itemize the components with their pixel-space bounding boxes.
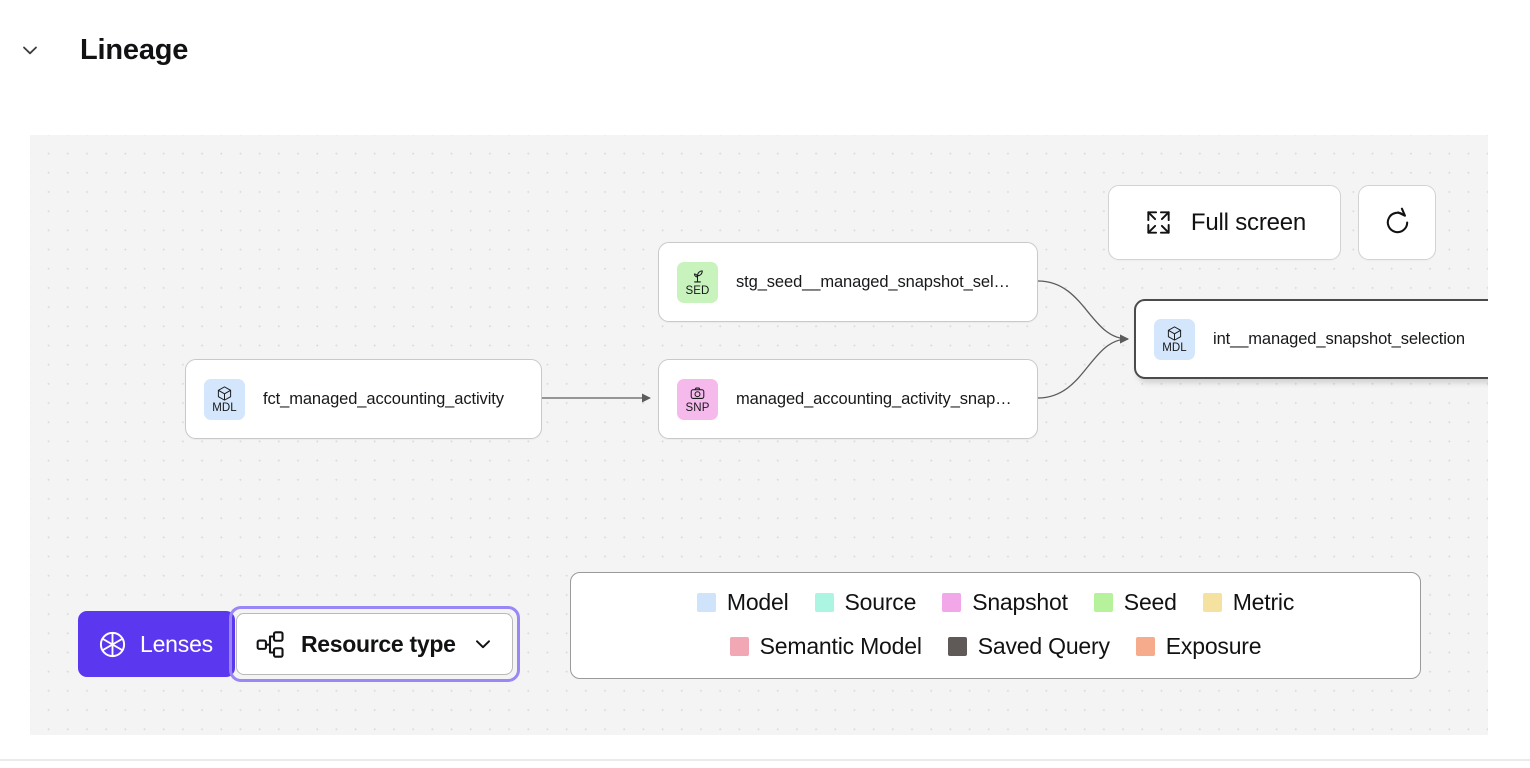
lenses-button[interactable]: Lenses (78, 611, 235, 677)
legend-swatch (1093, 593, 1113, 612)
node-type-badge: MDL (1154, 318, 1195, 360)
fullscreen-button-label: Full screen (1190, 208, 1307, 236)
legend-item-snapshot: Snapshot (942, 589, 1068, 616)
lineage-legend: Model Source Snapshot Seed Metric (570, 572, 1421, 679)
legend-item-saved-query: Saved Query (947, 633, 1110, 660)
legend-label: Seed (1123, 589, 1177, 615)
legend-swatch (947, 637, 967, 656)
legend-swatch (696, 593, 716, 612)
node-type-abbrev: SNP (685, 401, 710, 414)
legend-label: Saved Query (977, 633, 1110, 659)
hierarchy-icon (256, 630, 285, 659)
node-label: fct_managed_accounting_activity (263, 389, 504, 408)
node-type-abbrev: MDL (1162, 341, 1187, 354)
legend-swatch (1135, 637, 1155, 656)
legend-item-seed: Seed (1093, 589, 1177, 616)
node-label: managed_accounting_activity_snapshot (736, 389, 1019, 408)
cube-icon (1166, 325, 1183, 342)
legend-label: Source (844, 589, 917, 615)
page-title: Lineage (80, 33, 189, 66)
node-type-badge: SED (677, 261, 718, 303)
legend-swatch (729, 637, 749, 656)
node-type-badge: MDL (204, 378, 245, 420)
bottom-divider (0, 759, 1530, 761)
lenses-button-label: Lenses (140, 630, 213, 657)
legend-item-metric: Metric (1202, 589, 1295, 616)
node-label: int__managed_snapshot_selection (1213, 329, 1465, 348)
refresh-button[interactable] (1358, 185, 1436, 260)
legend-item-exposure: Exposure (1135, 633, 1262, 660)
canvas-actions: Full screen (1108, 185, 1436, 260)
resource-type-focus-ring: Resource type (228, 606, 520, 682)
camera-icon (689, 385, 706, 402)
refresh-icon (1381, 206, 1414, 239)
lineage-node-model-fct[interactable]: MDL fct_managed_accounting_activity (185, 359, 542, 439)
resource-type-label: Resource type (300, 630, 456, 657)
node-label: stg_seed__managed_snapshot_selecti... (736, 272, 1019, 291)
collapse-toggle[interactable] (0, 30, 60, 70)
expand-icon (1143, 207, 1174, 238)
lineage-node-snapshot[interactable]: SNP managed_accounting_activity_snapshot (658, 359, 1038, 439)
lineage-node-seed-stg[interactable]: SED stg_seed__managed_snapshot_selecti..… (658, 242, 1038, 322)
cube-icon (216, 385, 233, 402)
legend-row: Model Source Snapshot Seed Metric (593, 589, 1398, 616)
lineage-canvas[interactable]: MDL fct_managed_accounting_activity SED … (30, 135, 1488, 735)
legend-swatch (1202, 593, 1222, 612)
legend-label: Metric (1232, 589, 1295, 615)
legend-label: Semantic Model (759, 633, 922, 659)
sprout-icon (689, 268, 706, 285)
legend-swatch (942, 593, 962, 612)
node-type-abbrev: MDL (212, 401, 237, 414)
node-type-abbrev: SED (685, 284, 710, 297)
legend-label: Model (726, 589, 789, 615)
fullscreen-button[interactable]: Full screen (1108, 185, 1341, 260)
legend-label: Snapshot (972, 589, 1068, 615)
legend-item-semantic-model: Semantic Model (729, 633, 922, 660)
legend-row: Semantic Model Saved Query Exposure (593, 633, 1398, 660)
aperture-icon (98, 630, 127, 659)
node-type-badge: SNP (677, 378, 718, 420)
legend-label: Exposure (1165, 633, 1262, 659)
lineage-node-model-int-selected[interactable]: MDL int__managed_snapshot_selection (1134, 299, 1488, 379)
legend-item-source: Source (814, 589, 917, 616)
lineage-controls: Lenses Resource type (78, 606, 520, 682)
lineage-section-header: Lineage (0, 18, 188, 82)
chevron-down-icon (472, 633, 494, 655)
legend-item-model: Model (696, 589, 789, 616)
resource-type-dropdown[interactable]: Resource type (235, 613, 513, 675)
chevron-down-icon (19, 39, 41, 61)
legend-swatch (814, 593, 834, 612)
